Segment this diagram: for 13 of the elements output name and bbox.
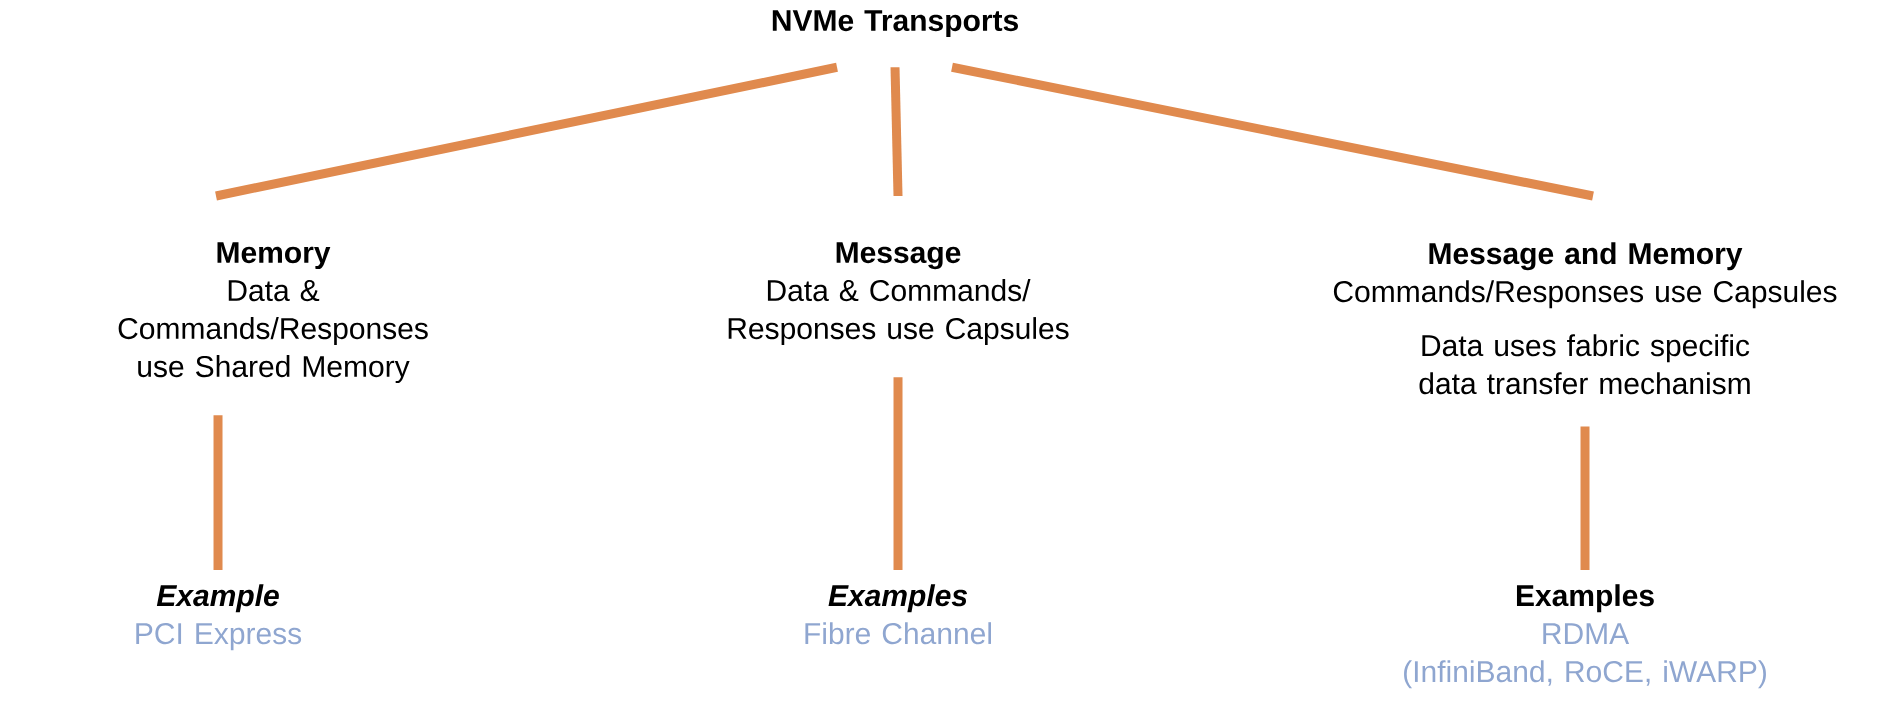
connector-line [1580, 426, 1590, 570]
connector-line [890, 67, 903, 197]
example-label: Examples RDMA (InfiniBand, RoCE, iWARP) [1404, 584, 1766, 689]
transport-label: Message Data & Commands/ Responses use Capsules [728, 242, 1069, 346]
transport-label: Message and Memory Commands/Responses use Capsules Data uses fabric specific data transfer mechanism [1333, 242, 1837, 395]
title-text: NVMe Transports [772, 10, 1018, 38]
connector-line [215, 62, 838, 201]
transport-label: Memory Data & Commands/Responses use Shared Memory [118, 242, 428, 384]
connector-line [213, 415, 223, 570]
connector-line [893, 377, 903, 570]
example-label: Example PCI Express [136, 584, 302, 651]
connector-line [951, 62, 1594, 201]
example-label: Examples Fibre Channel [805, 584, 991, 645]
